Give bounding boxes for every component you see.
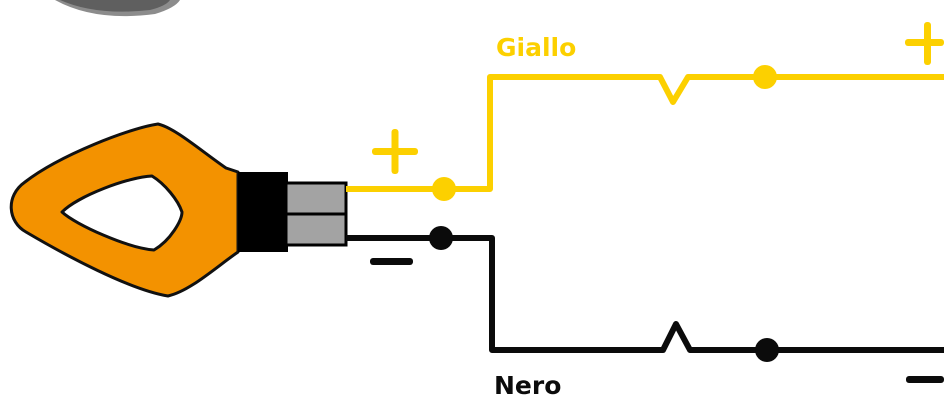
yellow-wire	[346, 65, 944, 201]
plus-sign-near-indicator	[372, 129, 418, 174]
black-wire	[346, 226, 944, 362]
yellow-wire-path	[346, 74, 944, 192]
connector-black-block	[238, 172, 288, 252]
black-wire-path	[346, 235, 944, 353]
yellow-junction-dot	[432, 177, 456, 201]
top-left-partial-shape-shadow	[60, 0, 170, 12]
yellow-junction-dot	[753, 65, 777, 89]
plus-sign-top-right	[905, 22, 944, 65]
black-junction-dot	[429, 226, 453, 250]
black-wire-label: Nero	[494, 371, 562, 400]
yellow-wire-label: Giallo	[496, 33, 577, 62]
black-junction-dot	[755, 338, 779, 362]
indicator	[9, 122, 348, 298]
minus-sign-bottom-right	[906, 376, 944, 383]
connector-top-terminal	[284, 181, 348, 216]
minus-sign-near-indicator	[370, 258, 413, 265]
connector-bottom-terminal	[284, 212, 348, 247]
indicator-lens	[60, 174, 184, 252]
